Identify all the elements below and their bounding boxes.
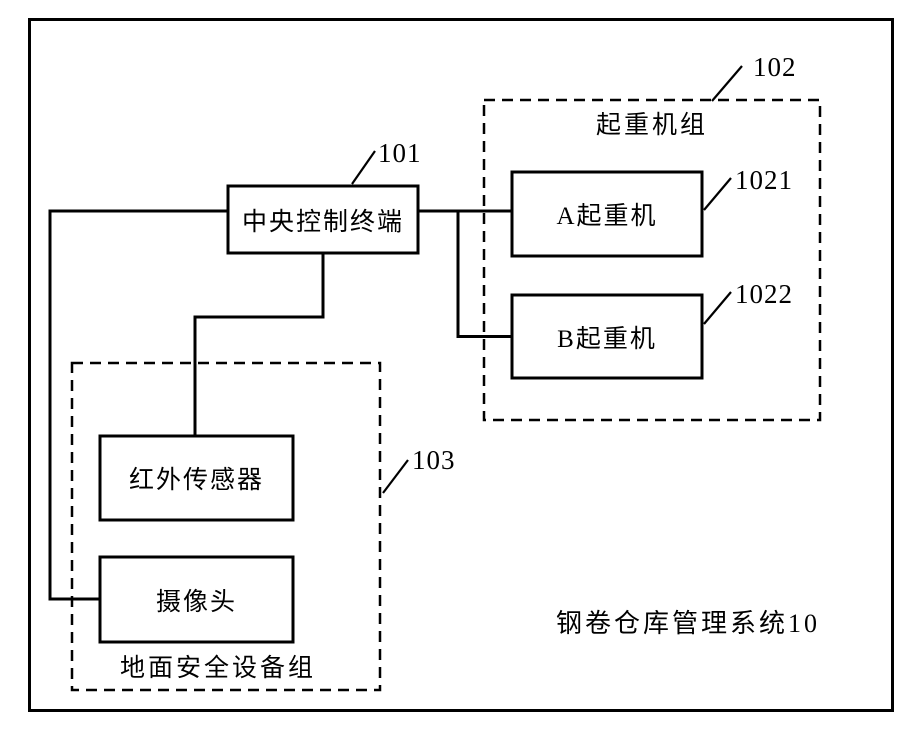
central-control-label: 中央控制终端 — [241, 208, 404, 236]
crane-group-title: 起重机组 — [595, 112, 708, 139]
crane-b-label: B起重机 — [557, 325, 657, 353]
crane-a-box — [510, 170, 704, 258]
ref-number-101: 101 — [378, 138, 422, 168]
ground-group-box — [70, 361, 382, 692]
ref-number-1021: 1021 — [735, 165, 793, 195]
outer-frame — [28, 18, 894, 712]
crane-b-box — [510, 293, 704, 380]
crane-a-label: A起重机 — [556, 203, 658, 230]
camera-box — [98, 555, 295, 644]
camera-label: 摄像头 — [155, 588, 237, 616]
infrared-sensor-label: 红外传感器 — [128, 467, 264, 494]
line-branch-to-crane-b — [456, 211, 512, 338]
leader-tick-102 — [711, 65, 743, 102]
leader-tick-1021 — [703, 177, 732, 211]
ref-number-102: 102 — [753, 52, 797, 82]
leader-tick-103 — [382, 459, 409, 494]
ground-group-title: 地面安全设备组 — [119, 655, 316, 682]
central-control-box — [226, 184, 420, 255]
ref-number-1022: 1022 — [735, 279, 793, 309]
crane-group-box — [482, 98, 822, 422]
leader-tick-1022 — [703, 291, 732, 325]
line-central-to-infrared — [193, 253, 325, 436]
leader-tick-101 — [351, 150, 376, 185]
ref-number-103: 103 — [412, 445, 456, 475]
system-caption: 钢卷仓库管理系统10 — [556, 609, 821, 638]
line-central-to-camera — [48, 209, 228, 601]
